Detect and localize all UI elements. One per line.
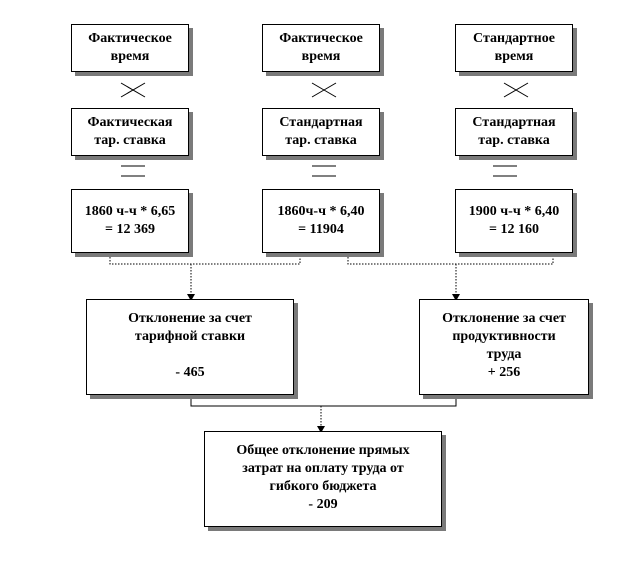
box-calc-actual: 1860 ч-ч * 6,65 = 12 369: [71, 189, 189, 253]
total-label: гибкого бюджета: [269, 479, 377, 494]
calc-formula: 1860 ч-ч * 6,65: [84, 204, 176, 219]
variance-label: труда: [486, 347, 522, 362]
box-label: Фактическое: [279, 31, 363, 46]
calc-result: = 12 160: [489, 222, 539, 237]
box-calc-flexible: 1860ч-ч * 6,40 = 11904: [262, 189, 380, 253]
box-actual-time-2: Фактическое время: [262, 24, 380, 72]
box-standard-time: Стандартное время: [455, 24, 573, 72]
box-actual-rate: Фактическая тар. ставка: [71, 108, 189, 156]
variance-label: тарифной ставки: [134, 329, 246, 344]
multiply-sign-2: [311, 82, 337, 98]
variance-value: - 465: [175, 365, 205, 380]
box-label: время: [110, 49, 150, 64]
variance-label: Отклонение за счет: [128, 311, 252, 326]
box-productivity-variance: Отклонение за счет продуктивности труда …: [419, 299, 589, 395]
total-value: - 209: [308, 497, 338, 512]
equals-sign-3: [493, 165, 517, 177]
variance-label: Отклонение за счет: [442, 311, 566, 326]
box-rate-variance: Отклонение за счет тарифной ставки - 465: [86, 299, 294, 395]
box-actual-time-1: Фактическое время: [71, 24, 189, 72]
variance-label: продуктивности: [452, 329, 556, 344]
box-label: Стандартная: [472, 115, 556, 130]
box-label: время: [494, 49, 534, 64]
box-label: Фактическое: [88, 31, 172, 46]
calc-result: = 12 369: [105, 222, 155, 237]
total-label: затрат на оплату труда от: [242, 461, 404, 476]
box-label: время: [301, 49, 341, 64]
calc-formula: 1900 ч-ч * 6,40: [468, 204, 560, 219]
box-label: тар. ставка: [285, 133, 357, 148]
variance-value: + 256: [487, 365, 521, 380]
box-label: тар. ставка: [94, 133, 166, 148]
box-standard-rate-1: Стандартная тар. ставка: [262, 108, 380, 156]
box-total-variance: Общее отклонение прямых затрат на оплату…: [204, 431, 442, 527]
multiply-sign-3: [503, 82, 529, 98]
calc-formula: 1860ч-ч * 6,40: [277, 204, 365, 219]
box-label: Стандартное: [473, 31, 555, 46]
box-standard-rate-2: Стандартная тар. ставка: [455, 108, 573, 156]
equals-sign-2: [312, 165, 336, 177]
equals-sign-1: [121, 165, 145, 177]
multiply-sign-1: [120, 82, 146, 98]
box-label: Фактическая: [87, 115, 173, 130]
total-label: Общее отклонение прямых: [236, 443, 410, 458]
box-calc-standard: 1900 ч-ч * 6,40 = 12 160: [455, 189, 573, 253]
calc-result: = 11904: [298, 222, 344, 237]
box-label: тар. ставка: [478, 133, 550, 148]
box-label: Стандартная: [279, 115, 363, 130]
